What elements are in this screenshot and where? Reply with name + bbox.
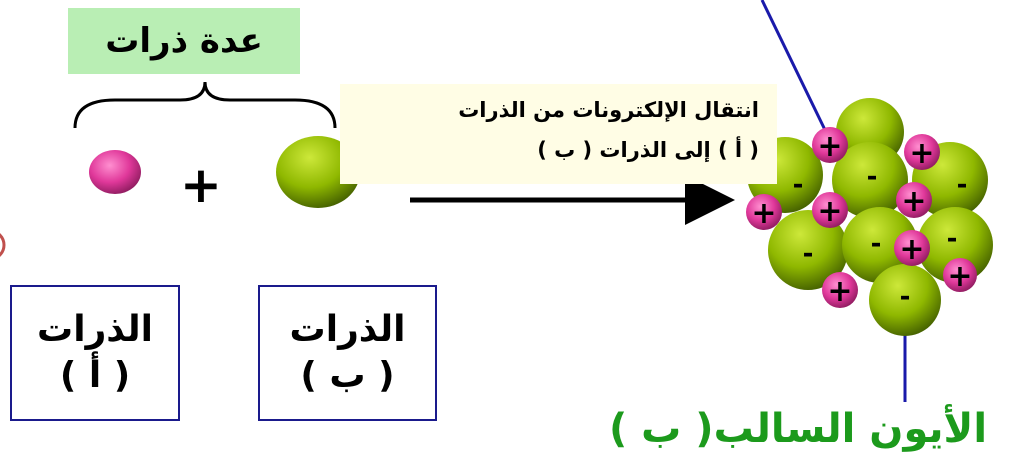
cluster-cation xyxy=(822,272,858,308)
minus-mark: - xyxy=(947,224,958,254)
minus-mark: - xyxy=(803,239,814,269)
anion-marks: - - - - - - - xyxy=(793,162,968,312)
positive-ion-pointer xyxy=(760,0,828,133)
plus-mark: + xyxy=(817,129,842,164)
plus-mark: + xyxy=(817,194,842,229)
atom-b-label-line-2: ( ب ) xyxy=(300,355,395,396)
cation-marks: + + + + + + + + xyxy=(751,129,972,309)
plus-mark: + xyxy=(751,196,776,231)
curly-brace xyxy=(73,81,337,129)
process-line-2: ( أ ) إلى الذرات ( ب ) xyxy=(537,138,759,162)
atom-b-label-box: الذرات ( ب ) xyxy=(258,285,437,421)
group-title: عدة ذرات xyxy=(68,8,300,74)
cluster-cation xyxy=(746,194,782,230)
minus-mark: - xyxy=(793,170,804,200)
anion-label: الأيون السالب( ب ) xyxy=(608,406,988,452)
plus-mark: + xyxy=(901,184,926,219)
cluster-atom xyxy=(917,207,993,283)
atom-a-label-line-2: ( أ ) xyxy=(59,355,131,396)
minus-mark: - xyxy=(867,162,878,192)
minus-mark: - xyxy=(900,282,911,312)
cluster-cation xyxy=(812,192,848,228)
cluster-atom xyxy=(832,142,908,218)
atom-a-sphere xyxy=(89,150,141,194)
atom-b-label-line-1: الذرات xyxy=(289,309,406,350)
cluster-atom xyxy=(869,264,941,336)
process-line-1: انتقال الإلكترونات من الذرات xyxy=(458,98,759,122)
plus-mark: + xyxy=(899,232,924,267)
cluster-cation xyxy=(812,127,848,163)
edge-partial-circle xyxy=(0,233,6,257)
minus-mark: - xyxy=(957,170,968,200)
ion-cluster xyxy=(746,98,993,336)
cluster-cation xyxy=(894,230,930,266)
plus-mark: + xyxy=(909,136,934,171)
atom-a-label-line-1: الذرات xyxy=(37,309,153,350)
atom-b-sphere xyxy=(276,136,360,208)
cluster-cation xyxy=(904,134,940,170)
cluster-cation xyxy=(943,258,977,292)
minus-mark: - xyxy=(871,229,882,259)
cluster-atom xyxy=(768,210,848,290)
cluster-atom xyxy=(842,207,918,283)
cluster-cation xyxy=(896,182,932,218)
process-description: انتقال الإلكترونات من الذرات ( أ ) إلى ا… xyxy=(340,84,777,184)
plus-mark: + xyxy=(827,274,852,309)
plus-sign: + xyxy=(180,156,222,214)
plus-mark: + xyxy=(947,259,972,294)
atom-a-label-box: الذرات ( أ ) xyxy=(10,285,180,421)
